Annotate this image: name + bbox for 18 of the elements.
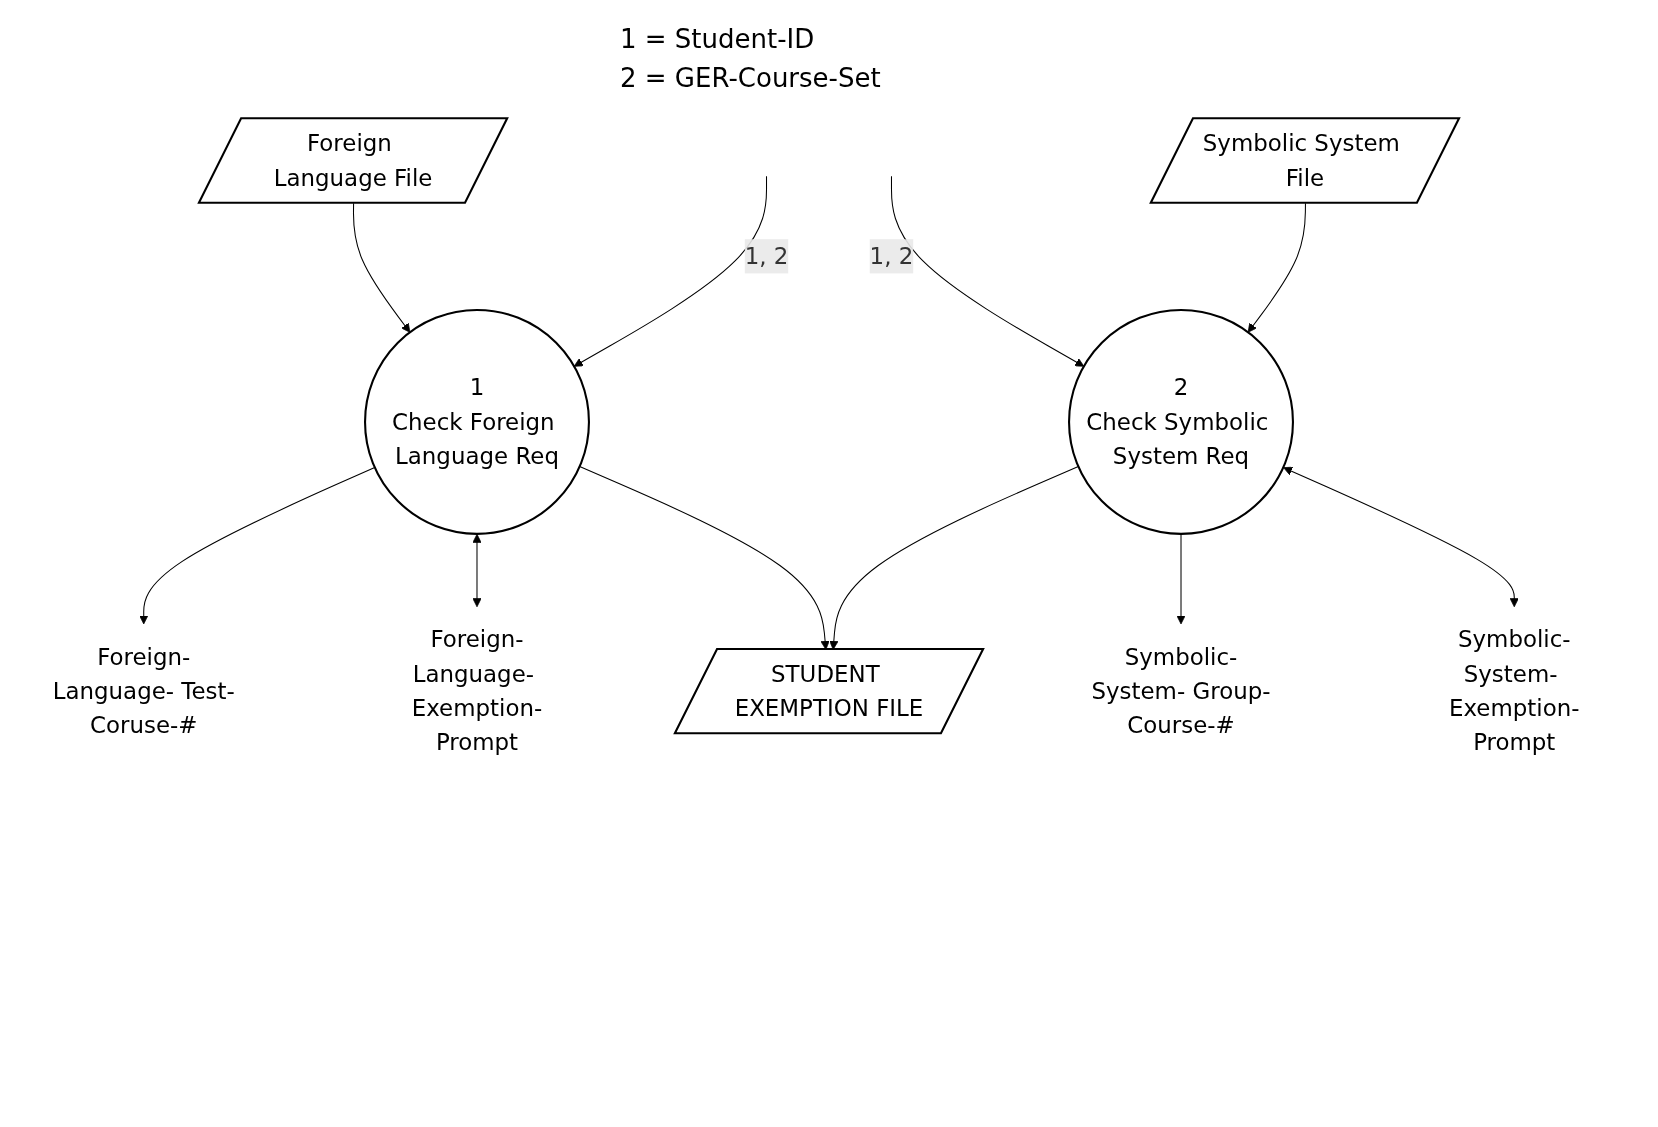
edge-label: 1, 2 <box>744 243 789 270</box>
node-circle: 2 Check Symbolic System Req <box>1068 308 1294 535</box>
arrow <box>139 466 376 625</box>
arrow <box>352 202 411 333</box>
arrow <box>1283 466 1519 608</box>
node-text: Foreign-Language- Test-Coruse-# <box>52 643 235 739</box>
edge-label: 1, 2 <box>869 243 914 270</box>
legend-note: 1 = Student-ID <box>620 23 816 56</box>
arrow <box>1176 533 1186 625</box>
legend-note: 2 = GER-Course-Set <box>620 62 881 95</box>
node-text: Symbolic-System- Group-Course-# <box>1091 643 1271 739</box>
node-text: Foreign-Language- Exemption-Prompt <box>411 626 543 756</box>
node-text: Symbolic-System- Exemption-Prompt <box>1449 626 1580 756</box>
arrow <box>472 533 482 608</box>
arrow <box>573 175 768 367</box>
arrow <box>1247 202 1306 333</box>
node-circle: 1 Check Foreign Language Req <box>364 308 590 535</box>
arrow <box>890 175 1085 367</box>
